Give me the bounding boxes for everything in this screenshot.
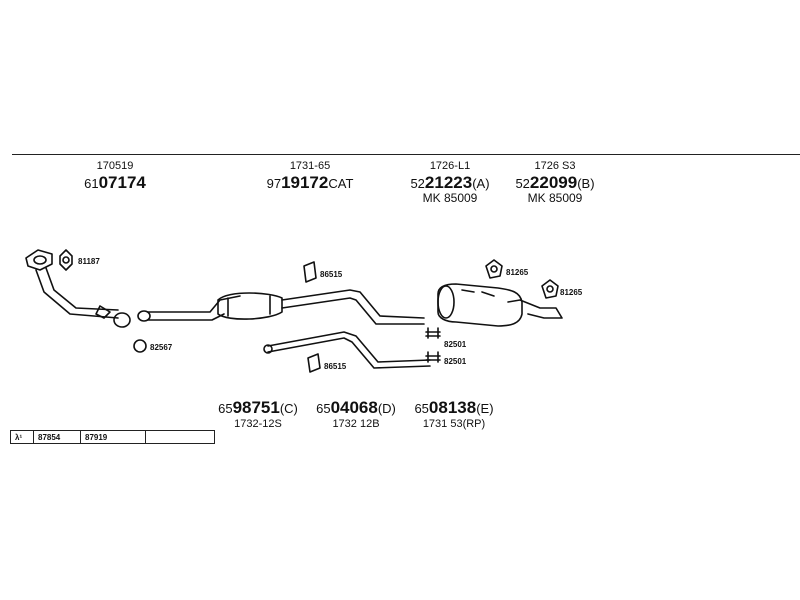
- part-suffix: CAT: [328, 175, 354, 191]
- part-ref: 1731 53(RP): [422, 417, 486, 430]
- part-catalytic-converter: 1731-65 9719172CAT: [245, 160, 375, 192]
- part-number-bold: 08138: [428, 398, 477, 417]
- rear-silencer-tailpipe: [507, 299, 563, 319]
- part-suffix: (C): [279, 401, 298, 416]
- part-number: 6508138(E): [404, 398, 504, 418]
- part-rear-silencer-b: 1726 S3 5222099(B) MK 85009: [500, 160, 610, 206]
- part-number-bold: 04068: [330, 398, 378, 417]
- part-intermediate-c: 6598751(C) 1732-12S: [208, 398, 308, 430]
- callout-82567: 82567: [150, 343, 173, 352]
- table-cell: 87919: [80, 430, 146, 444]
- mounting-kit: MK 85009: [527, 191, 583, 206]
- hanger-86515-a: [303, 261, 317, 283]
- front-pipe-upper: [35, 269, 119, 319]
- cat-inlet-pipe-top: [147, 295, 241, 313]
- part-ref: 1732 12B: [332, 417, 380, 430]
- clamp-82501-a: [425, 327, 441, 339]
- part-rear-e: 6508138(E) 1731 53(RP): [404, 398, 504, 430]
- callout-81187: 81187: [78, 257, 100, 266]
- part-number: 5221223(A): [395, 173, 505, 193]
- part-number-bold: 19172: [281, 172, 329, 192]
- part-prefix: 65: [218, 401, 233, 416]
- part-prefix: 97: [266, 175, 282, 191]
- part-ref: 1726 S3: [534, 160, 576, 172]
- part-number: 6107174: [60, 173, 170, 193]
- lower-pipe-bottom: [267, 337, 431, 369]
- front-flange-hole: [33, 255, 47, 265]
- callout-82501-b: 82501: [444, 357, 467, 366]
- table-row: λ¹ 87854 87919: [10, 430, 215, 444]
- part-ref: 1732-12S: [234, 417, 282, 430]
- part-suffix: (B): [577, 175, 595, 191]
- table-cell: 87854: [33, 430, 81, 444]
- mount-81265-a-hole: [490, 265, 498, 273]
- callout-82501-a: 82501: [444, 340, 467, 349]
- mount-81265-b: [541, 279, 559, 299]
- cat-body-seams: [227, 295, 271, 317]
- mounting-kit: MK 85009: [422, 191, 478, 206]
- part-prefix: 52: [410, 175, 425, 191]
- part-ref: 170519: [96, 160, 134, 172]
- part-number-bold: 21223: [424, 172, 473, 192]
- cat-inlet-pipe-bottom: [147, 313, 225, 321]
- part-prefix: 65: [414, 401, 429, 416]
- cat-inlet: [137, 310, 151, 322]
- hanger-86515-b: [307, 353, 321, 373]
- part-prefix: 65: [316, 401, 331, 416]
- callout-81265-b: 81265: [560, 288, 583, 297]
- part-ref: 1731-65: [289, 160, 331, 172]
- front-flange-shape: [25, 249, 53, 271]
- cat-outlet-pipe-bottom: [281, 297, 425, 325]
- front-pipe-clip: [95, 305, 111, 319]
- cat-body: [217, 292, 283, 320]
- part-number: 6504068(D): [306, 398, 406, 418]
- part-suffix: (D): [377, 401, 396, 416]
- front-pipe-outlet: [113, 312, 131, 328]
- ring-82567-shape: [133, 339, 147, 353]
- rear-silencer-body: [437, 283, 523, 327]
- callout-86515-b: 86515: [324, 362, 347, 371]
- part-suffix: (A): [472, 175, 490, 191]
- part-number: 5222099(B): [500, 173, 610, 193]
- part-front-pipe: 170519 6107174: [60, 160, 170, 192]
- part-rear-silencer-a: 1726-L1 5221223(A) MK 85009: [395, 160, 505, 206]
- front-pipe-lower: [45, 267, 119, 311]
- part-ref: 1726-L1: [429, 160, 471, 172]
- cat-outlet-pipe-top: [281, 289, 425, 319]
- mount-81265-b-hole: [546, 285, 554, 293]
- part-number: 6598751(C): [208, 398, 308, 418]
- callout-86515-a: 86515: [320, 270, 343, 279]
- rear-silencer-face: [437, 285, 455, 319]
- clamp-82501-b: [425, 351, 441, 363]
- lambda-symbol: λ¹: [10, 430, 34, 444]
- part-suffix: (E): [476, 401, 494, 416]
- part-prefix: 61: [84, 175, 99, 191]
- part-intermediate-d: 6504068(D) 1732 12B: [306, 398, 406, 430]
- lambda-sensor-table: λ¹ 87854 87919: [10, 430, 215, 444]
- gasket-81187-hole: [62, 256, 70, 264]
- header-rule: [12, 154, 800, 155]
- part-prefix: 52: [515, 175, 530, 191]
- mount-81265-a: [485, 259, 503, 279]
- gasket-81187-shape: [59, 249, 73, 271]
- part-number-bold: 98751: [232, 398, 280, 417]
- part-number: 9719172CAT: [245, 173, 375, 193]
- part-number-bold: 07174: [98, 172, 146, 192]
- lower-pipe-end: [263, 344, 273, 354]
- lower-pipe-top: [267, 331, 431, 363]
- part-number-bold: 22099: [529, 172, 578, 192]
- table-cell: [145, 430, 215, 444]
- callout-81265-a: 81265: [506, 268, 529, 277]
- rear-silencer-detail: [461, 289, 495, 297]
